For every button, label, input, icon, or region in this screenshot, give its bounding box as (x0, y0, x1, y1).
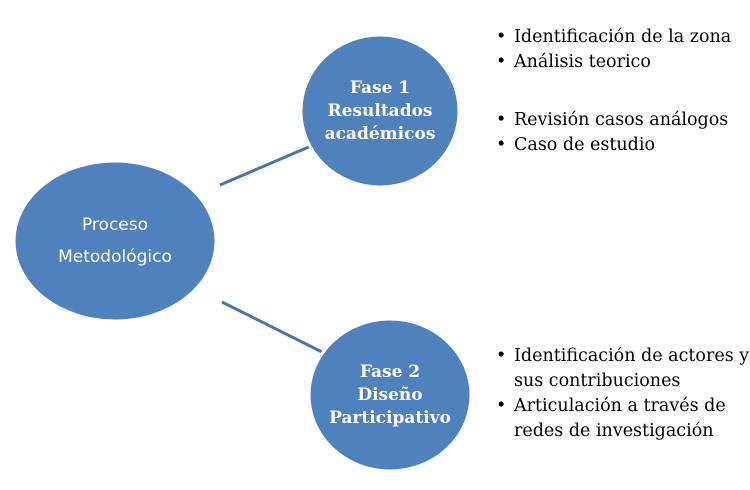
phase2-node-label: Fase 2 Diseño Participativo (312, 320, 468, 470)
connector-center-phase2 (221, 300, 327, 356)
phase1-label-line1: Fase 1 (349, 77, 411, 98)
phase1-bullet-list-b: Revisión casos análogos Caso de estudio (496, 108, 750, 158)
phase2-label-line2: Diseño (357, 384, 423, 405)
center-label-line2: Metodológico (58, 247, 172, 267)
phase1-node-label: Fase 1 Resultados académicos (306, 40, 454, 182)
bullet-item: Revisión casos análogos (496, 108, 750, 133)
phase1-bullet-list-a: Identificación de la zona Análisis teori… (496, 25, 750, 75)
center-node (12, 159, 218, 323)
bullet-item: Articulación a través de redes de invest… (496, 394, 750, 444)
center-label-line1: Proceso (81, 215, 149, 235)
phase2-label-line3: Participativo (329, 407, 451, 428)
phase2-node (307, 317, 473, 473)
center-node-label: Proceso Metodológico (20, 176, 210, 306)
bullet-item: Identificación de la zona (496, 25, 750, 50)
phase2-label-line1: Fase 2 (359, 361, 421, 382)
phase1-label-line2: Resultados (327, 100, 433, 121)
phase1-label-line3: académicos (324, 123, 436, 144)
connector-center-phase1 (219, 141, 319, 187)
bullet-item: Análisis teorico (496, 50, 750, 75)
phase2-bullet-list: Identificación de actores y sus contribu… (496, 344, 750, 444)
bullet-item: Identificación de actores y sus contribu… (496, 344, 750, 394)
bullet-item: Caso de estudio (496, 133, 750, 158)
phase1-node (299, 33, 461, 189)
